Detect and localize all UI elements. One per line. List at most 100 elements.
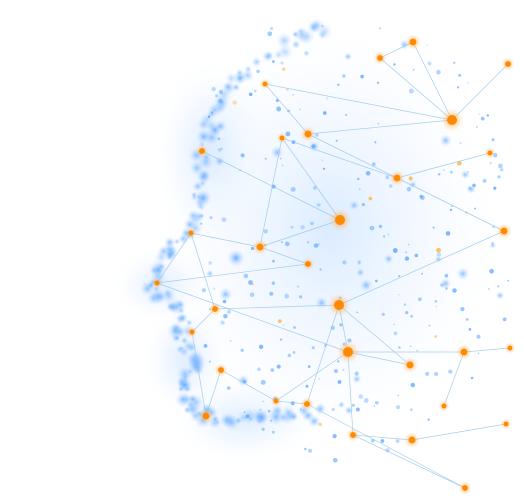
particle [373,405,376,407]
network-nodes [151,33,516,495]
edge-particle [174,334,181,342]
particle [267,31,273,37]
particle [355,267,365,277]
particle [409,88,414,94]
connection-line [443,351,465,407]
particle [395,405,401,410]
particle [482,178,487,183]
particle [444,273,449,278]
particle [307,414,321,428]
connection-line [306,304,340,405]
connection-line [156,282,349,353]
edge-particle [178,346,190,357]
network-node [335,215,345,225]
particle [374,141,377,144]
particle [495,291,505,300]
particle [369,225,375,231]
particle [409,345,412,348]
particle [355,407,360,412]
particle [351,403,355,407]
particle [357,177,360,181]
particle [332,434,337,439]
particle [363,398,369,403]
particle [343,52,353,61]
particle [321,159,324,162]
particle [489,241,497,249]
particle [211,86,216,92]
particle [365,171,371,176]
particle [285,241,290,247]
particle [219,319,227,327]
particle [342,74,346,78]
particle [425,371,430,376]
network-node [503,421,509,427]
connection-line [220,369,277,402]
network-node [279,135,285,141]
particle [405,251,408,254]
particle [215,94,219,98]
particle [456,267,470,281]
particle [355,259,363,266]
particle [394,437,401,445]
particle [231,83,241,92]
particle [211,111,214,114]
particle [436,69,441,75]
particle [359,278,373,293]
particle [403,303,407,307]
particle [243,411,246,414]
particle [398,346,401,349]
particle [434,372,439,376]
particle [452,61,456,65]
connection-line [281,137,398,179]
particle [217,137,221,141]
particle [385,175,390,180]
edge-glow [194,189,212,207]
particle [200,222,203,225]
particle [457,160,462,166]
particle [393,323,396,326]
edge-glow [164,249,176,261]
edge-particle [146,290,161,306]
particle [480,116,485,121]
particle [264,157,267,160]
network-node [188,230,194,236]
edge-particle [273,49,284,61]
particle [459,142,462,144]
particle [248,280,253,285]
particle [491,242,494,244]
connection-line [191,331,207,417]
particle [356,311,358,314]
edge-particle [198,179,207,188]
particle [426,44,428,46]
particle [337,380,342,384]
particle [311,144,316,149]
particle [380,439,385,443]
network-node [189,329,195,335]
connection-line [259,246,309,265]
network-node [304,130,312,138]
connection-line [201,150,341,221]
particle [315,201,323,209]
particle [281,241,283,244]
particle [279,338,283,341]
particle [271,281,275,285]
particle [304,51,309,56]
particle [348,200,360,211]
network-node [202,412,210,420]
particle [257,367,261,372]
particle [249,292,255,298]
particle [208,261,213,265]
particle [412,69,415,71]
particle [260,379,266,385]
connection-line [411,423,507,441]
particle [258,344,264,349]
particle [334,369,338,373]
edge-particle [261,50,274,63]
scattered-particles [200,20,510,463]
particle [313,243,319,248]
particle [290,186,296,192]
connection-line [281,137,341,221]
network-node [377,55,383,61]
edge-particle [291,39,301,50]
